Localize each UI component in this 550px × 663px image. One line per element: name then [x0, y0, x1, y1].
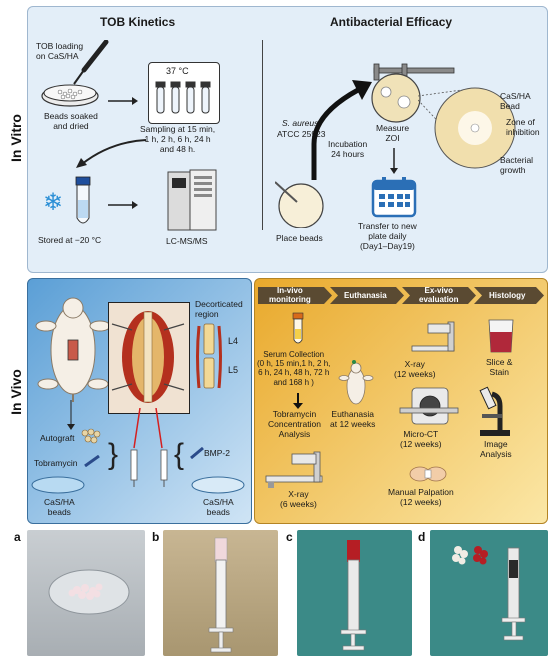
- lcms-label: LC-MS/MS: [166, 236, 208, 246]
- strain-id: ATCC 25923: [277, 129, 326, 139]
- microct-icon: [399, 387, 459, 425]
- palpation-label: Manual Palpation (12 weeks): [388, 487, 454, 507]
- l5-label: L5: [228, 365, 239, 375]
- beads-soaked-label: Beads soaked and dried: [44, 111, 98, 131]
- microscope-icon: [479, 386, 510, 436]
- syringe-d-icon: [452, 546, 526, 641]
- transfer-label: Transfer to new plate daily (Day1–Day19): [358, 221, 417, 251]
- incubator-temperature: 37 °C: [166, 66, 189, 76]
- stored-label: Stored at −20 °C: [38, 235, 102, 245]
- lcms-instrument-icon: [167, 169, 217, 231]
- zone-of-inhibition-diagram: [434, 87, 516, 169]
- euthanasia-rat-icon: [338, 360, 374, 405]
- brace-left: }: [108, 438, 119, 471]
- tobramycin-label: Tobramycin: [34, 458, 78, 468]
- autograft-label: Autograft: [40, 433, 75, 443]
- in-vitro-row-label: In Vitro: [8, 114, 24, 162]
- curved-arrow-icon: [76, 139, 147, 168]
- syringe-c-icon: [340, 540, 367, 651]
- photo-label-b: b: [152, 530, 160, 544]
- brace-right: {: [174, 438, 185, 471]
- sample-tubes-icon: [155, 81, 211, 114]
- tob-analysis-label: Tobramycin Concentration Analysis: [268, 409, 321, 439]
- bmp-label: BMP-2: [204, 448, 230, 458]
- slice-stain-label: Slice & Stain: [486, 357, 513, 377]
- antibacterial-title: Antibacterial Efficacy: [330, 15, 453, 29]
- xray-6-label: X-ray (6 weeks): [280, 489, 317, 509]
- autograft-icon: [81, 428, 101, 444]
- decorticated-label: Decorticated region: [195, 299, 243, 319]
- strain-name: S. aureus: [282, 118, 319, 128]
- petri-dish-photo-icon: [48, 569, 130, 615]
- arrow-down-icon-2: [293, 393, 303, 409]
- bmp-syringe-icon: [190, 447, 204, 459]
- bmp-beads-dish-icon: [191, 476, 245, 494]
- in-vivo-row-label: In Vivo: [8, 369, 24, 415]
- in-vitro-divider: [262, 40, 263, 230]
- photo-a-petri-dish: [27, 530, 145, 656]
- photo-label-d: d: [418, 530, 426, 544]
- stage-label-3: Ex-vivo evaluation: [419, 286, 459, 305]
- stage-chevron-3: [402, 287, 476, 304]
- arrow-down-icon: [390, 148, 398, 174]
- stage-label-4: Histology: [489, 291, 526, 300]
- bead-label: CaS/HA Bead: [500, 91, 531, 111]
- tob-kinetics-title: TOB Kinetics: [100, 15, 176, 29]
- photo-label-a: a: [14, 530, 21, 544]
- serum-collection-label: Serum Collection (0 h, 15 min,1 h, 2 h, …: [257, 350, 331, 387]
- snowflake-icon: ❄: [43, 189, 64, 216]
- tob-beads-label: CaS/HA beads: [44, 497, 75, 517]
- spine-surgery-icon: [111, 311, 185, 403]
- incubation-label: Incubation 24 hours: [328, 139, 368, 159]
- photo-b-syringe-beads: [163, 530, 278, 656]
- bmp-beads-label: CaS/HA beads: [203, 497, 234, 517]
- photo-label-c: c: [286, 530, 293, 544]
- syringe-b-icon: [208, 537, 234, 653]
- zone-label: Zone of inhibition: [506, 117, 540, 137]
- image-analysis-label: Image Analysis: [480, 439, 512, 459]
- tobramycin-syringe-icon: [84, 455, 100, 467]
- big-arrow-up-icon: [311, 80, 372, 180]
- storage-vial-icon: [75, 176, 91, 224]
- place-beads-label: Place beads: [276, 233, 323, 243]
- stage-label-2: Euthanasia: [344, 291, 387, 300]
- calendar-icon: [371, 177, 417, 218]
- rat-icon: [35, 297, 111, 402]
- hands-palpation-icon: [409, 466, 447, 482]
- petri-dish-place-icon: [275, 181, 324, 228]
- arrow-right-icon: [108, 97, 138, 105]
- xray-machine-icon: [265, 451, 323, 488]
- tob-loading-label: TOB loading on CaS/HA: [36, 41, 84, 61]
- measure-zoi-label: Measure ZOI: [376, 123, 410, 143]
- syringe-pair-icon: [130, 449, 168, 487]
- photo-c-syringe-red: [297, 530, 412, 656]
- petri-dish-beads-icon: [41, 84, 99, 107]
- arrow-right-icon-2: [108, 201, 138, 209]
- l4-label: L4: [228, 336, 239, 346]
- stage-chevron-1: [258, 287, 332, 304]
- tob-beads-dish-icon: [31, 476, 85, 494]
- xray-12-label: X-ray (12 weeks): [394, 359, 436, 379]
- stage-chevron-2: [330, 287, 404, 304]
- photo-d-beads-syringe: [430, 530, 548, 656]
- stain-beaker-icon: [488, 319, 514, 353]
- growth-label: Bacterial growth: [500, 155, 534, 175]
- sampling-times-label: Sampling at 15 min, 1 h, 2 h, 6 h, 24 h …: [140, 124, 216, 154]
- microct-label: Micro-CT (12 weeks): [400, 429, 442, 449]
- stage-chevron-4: [474, 287, 544, 304]
- serum-tube-icon: [292, 312, 304, 344]
- vertebrae-icon: [196, 323, 222, 389]
- implant-lines: [133, 408, 163, 449]
- euthanasia-label: Euthanasia at 12 weeks: [330, 409, 376, 429]
- rat-pointer-line: [67, 400, 75, 430]
- zoi-dish-icon: [371, 73, 421, 123]
- stage-label-1: In-vivo monitoring: [269, 286, 311, 305]
- xray-12-machine-icon: [411, 321, 455, 352]
